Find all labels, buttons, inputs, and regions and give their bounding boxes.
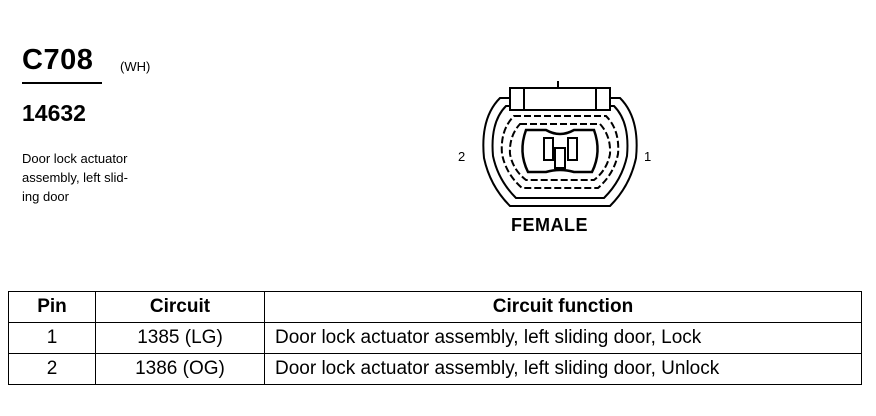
table-row: 1 1385 (LG) Door lock actuator assembly,… — [8, 322, 862, 354]
terminal-pin-1 — [567, 137, 578, 161]
connector-description: Door lock actuator assembly, left slid- … — [22, 149, 172, 206]
connector-color-code: (WH) — [120, 59, 151, 74]
housing-inner-outline — [491, 105, 629, 199]
table-row: 2 1386 (OG) Door lock actuator assembly,… — [8, 353, 862, 385]
housing-outline — [482, 97, 638, 207]
connector-face-diagram — [482, 81, 638, 207]
cell-function: Door lock actuator assembly, left slidin… — [264, 353, 862, 385]
cell-pin: 2 — [8, 353, 96, 385]
terminal-pin-2 — [543, 137, 554, 161]
connector-latch — [509, 87, 611, 111]
code-underline — [22, 82, 102, 84]
cell-circuit: 1386 (OG) — [95, 353, 265, 385]
column-header-circuit: Circuit — [95, 291, 265, 323]
cell-pin: 1 — [8, 322, 96, 354]
table-header-row: Pin Circuit Circuit function — [8, 291, 862, 323]
description-line: assembly, left slid- — [22, 170, 128, 185]
part-number: 14632 — [22, 100, 86, 126]
cell-circuit: 1385 (LG) — [95, 322, 265, 354]
description-line: ing door — [22, 189, 69, 204]
cell-function: Door lock actuator assembly, left slidin… — [264, 322, 862, 354]
seal-outline — [500, 115, 620, 189]
pin-table: Pin Circuit Circuit function 1 1385 (LG)… — [8, 291, 862, 385]
connector-gender: FEMALE — [511, 215, 588, 235]
column-header-pin: Pin — [8, 291, 96, 323]
column-header-function: Circuit function — [264, 291, 862, 323]
terminal-cavity — [521, 128, 599, 174]
seal-outline — [508, 123, 612, 181]
connector-code: C708 — [22, 44, 94, 76]
pin-label-2: 2 — [458, 149, 466, 164]
description-line: Door lock actuator — [22, 151, 128, 166]
terminal-key — [554, 147, 566, 169]
pin-label-1: 1 — [644, 149, 652, 164]
